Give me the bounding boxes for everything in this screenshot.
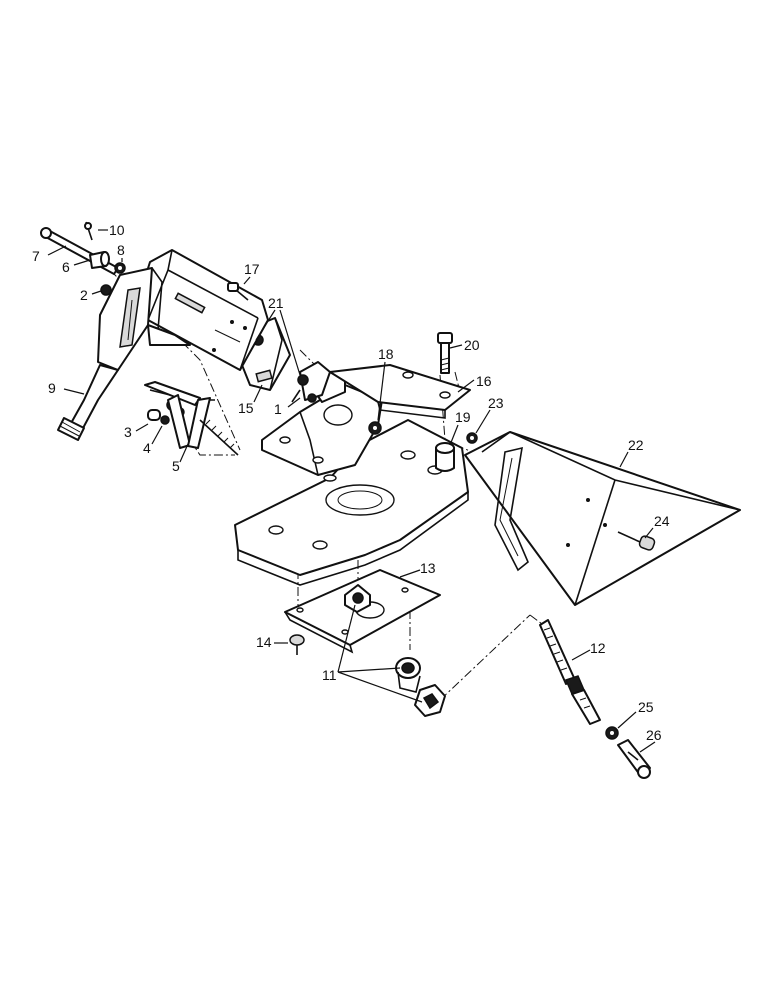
callout-22: 22 <box>628 437 644 453</box>
callout-9: 9 <box>48 380 56 396</box>
nut-25 <box>605 726 619 740</box>
base-plate <box>234 419 469 586</box>
callout-26: 26 <box>646 727 662 743</box>
bracket-16 <box>329 364 471 419</box>
callout-17: 17 <box>244 261 260 277</box>
callout-18: 18 <box>378 346 394 362</box>
callout-20: 20 <box>464 337 480 353</box>
switch-box-15 <box>241 317 291 391</box>
callout-14: 14 <box>256 634 272 650</box>
grommets-11 <box>344 584 446 717</box>
callout-8: 8 <box>117 242 125 258</box>
callout-25: 25 <box>638 699 654 715</box>
callout-1: 1 <box>274 401 282 417</box>
callout-4: 4 <box>143 440 151 456</box>
screw-14 <box>289 634 305 655</box>
callout-15: 15 <box>238 400 254 416</box>
linkage-assembly <box>144 381 239 456</box>
callout-24: 24 <box>654 513 670 529</box>
callout-labels: 1 2 3 4 5 6 7 8 9 10 11 12 13 14 15 16 1… <box>32 222 670 743</box>
cable-12 <box>539 619 601 725</box>
callout-16: 16 <box>476 373 492 389</box>
control-lever-9 <box>57 267 191 441</box>
callout-3: 3 <box>124 424 132 440</box>
pin-7 <box>40 227 119 275</box>
cotter-pin-10 <box>84 221 93 241</box>
callout-13: 13 <box>420 560 436 576</box>
washer-8 <box>114 262 126 274</box>
nut-2 <box>100 284 112 296</box>
callout-5: 5 <box>172 458 180 474</box>
washer-23 <box>466 432 478 444</box>
bolt-20 <box>437 332 453 374</box>
callout-23: 23 <box>488 395 504 411</box>
bushing-6 <box>89 251 110 269</box>
callout-12: 12 <box>590 640 606 656</box>
callout-6: 6 <box>62 259 70 275</box>
bolt-17 <box>227 282 249 301</box>
callout-11: 11 <box>322 667 337 683</box>
callout-10: 10 <box>109 222 125 238</box>
switch-21 <box>291 361 331 403</box>
spacer-19 <box>435 442 455 472</box>
callout-7: 7 <box>32 248 40 264</box>
callout-2: 2 <box>80 287 88 303</box>
rod-end-26 <box>617 739 651 779</box>
callout-19: 19 <box>455 409 471 425</box>
callout-21: 21 <box>268 295 284 311</box>
console-cover <box>464 431 741 606</box>
leader-lines <box>47 229 656 753</box>
nut-18 <box>368 421 382 435</box>
screw-24 <box>617 531 656 551</box>
